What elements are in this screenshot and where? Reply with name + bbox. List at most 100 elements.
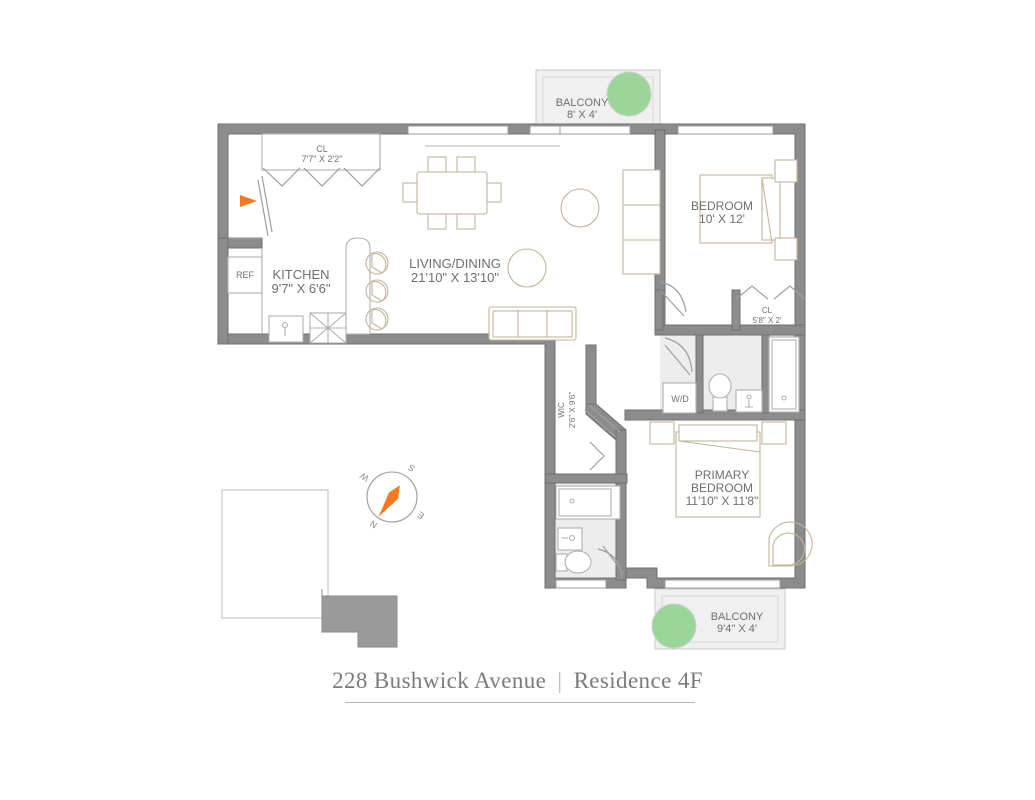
wic-door-swing [588,404,621,433]
sofa [488,306,577,341]
label-washer_dryer: W/D [671,394,689,404]
window-bedroom [677,125,774,135]
bathroom-fixtures [662,336,800,414]
label-kitchen-name: KITCHEN [272,267,329,282]
wic-doors [584,404,621,471]
bar-stool-2 [371,281,387,302]
dining-chair-4 [456,213,476,230]
compass-rose-icon: N E S W [358,462,426,530]
site-outline-box [221,489,329,619]
label-balcony_bottom-dims: 9'4" X 4' [717,623,757,635]
bookshelf [622,169,661,275]
kitchen-sink [268,315,304,343]
bedroom-door [659,281,687,317]
svg-text:N: N [368,518,379,530]
dining-set [402,156,502,230]
wall-kitchen-return [217,237,229,345]
wall-closet-divider [731,289,741,331]
label-balcony_top-name: BALCONY [556,97,609,109]
room-labels: BALCONY 8' X 4' CL 7'7" X 2'2" KITCHEN 9… [236,97,782,635]
refrigerator [227,256,263,294]
label-closet_hall-dims: 5'8" X 2' [752,316,781,325]
nightstand-bedroom-1 [774,159,798,183]
kitchen-fixtures [227,237,389,344]
label-closet_hall-name: CL [762,306,773,315]
entry-door-swing [261,175,273,233]
windows [407,125,781,589]
wall-primary-bath-top [544,473,628,484]
bedroom-furniture [699,159,798,261]
hall-closet-doors [735,285,806,300]
nightstand-primary-2 [761,421,787,445]
label-primary_bedroom-name2: BEDROOM [691,481,753,495]
title-underline [345,702,695,703]
primary-bathtub [555,485,621,520]
washer-dryer [662,382,697,414]
label-closet_entry-name: CL [316,144,328,154]
kitchen-island [345,237,371,335]
bathroom-door [664,337,693,373]
label-balcony_top-dims: 8' X 4' [567,109,597,121]
entry-arrow-icon [240,195,257,207]
label-refrigerator: REF [236,270,255,280]
dining-chair-5 [402,182,418,203]
wall-tub-divider [761,334,770,414]
label-primary_bedroom-name1: PRIMARY [695,468,749,482]
round-side-table [560,188,600,228]
wic-door-chevron [589,441,605,471]
closet-door-chevron-2 [303,167,341,187]
label-primary_bedroom-dims: 11'10" X 11'8" [686,494,759,508]
label-balcony_bottom-name: BALCONY [711,611,764,623]
dining-chair-6 [486,182,502,203]
svg-text:W: W [358,470,371,483]
toilet [708,373,732,412]
hall-closet-chevron-2 [773,285,806,300]
label-wic-name: WIC [557,402,566,418]
bed-primary-headboard [678,424,758,442]
bed-bedroom [699,174,773,244]
svg-text:S: S [406,462,417,474]
label-living_dining-name: LIVING/DINING [409,256,501,271]
entry-door [228,175,273,239]
round-coffee-table [507,248,547,288]
armchair [768,521,813,567]
title-separator: | [557,668,563,693]
bar-stool-3 [371,309,387,330]
window-balcony-door [559,125,631,135]
label-wic-dims: 2'6" X 9'6" [568,392,577,428]
site-massing [221,489,398,648]
nightstand-primary-1 [649,421,675,445]
window-living-2 [529,125,561,135]
hall-closet-chevron-1 [735,285,769,300]
label-kitchen-dims: 9'7" X 6'6" [271,281,330,296]
primary-toilet [555,550,592,574]
wall-closet-hall-left [654,289,664,331]
window-living-1 [407,125,509,135]
bar-stool-1 [371,253,387,274]
bed-primary [675,431,761,518]
primary-bath-door [597,548,623,579]
entry-door-panel [257,179,269,237]
page-title: 228 Bushwick Avenue | Residence 4F [0,668,1035,694]
closet-door-chevron-3 [343,167,381,187]
label-bedroom-name: BEDROOM [691,199,753,213]
site-massing-block-2 [321,595,398,648]
primary-bathroom-fixtures [555,485,625,579]
window-primary-slider [664,579,781,589]
label-closet_entry-dims: 7'7" X 2'2" [302,154,343,164]
dining-table [416,171,488,215]
dining-chair-1 [427,156,447,173]
title-residence: Residence 4F [573,668,703,693]
entry-closet-doors [261,133,381,187]
window-primary-bath [555,579,607,589]
balcony-top [535,69,661,131]
label-bedroom-dims: 10' X 12' [699,212,745,226]
closet-door-chevron-1 [262,167,301,187]
primary-bedroom-furniture [649,421,813,567]
balcony-bottom [651,588,786,650]
label-living_dining-dims: 21'10" X 13'10" [411,270,499,285]
wall-wd-divider [695,334,704,414]
dining-chair-3 [427,213,447,230]
